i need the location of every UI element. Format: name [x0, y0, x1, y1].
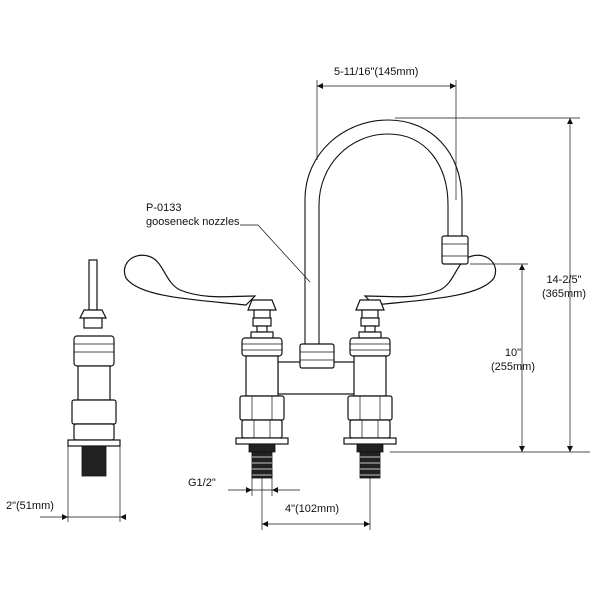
spout-reach-dimension: 5-11/16"(145mm) [334, 66, 419, 78]
thread-size-dimension: G1/2" [188, 477, 216, 489]
spout-height-inches: 10" [504, 347, 522, 359]
total-height-mm: (365mm) [541, 288, 586, 300]
spout-height-mm: (255mm) [490, 361, 535, 373]
center-spacing-dimension: 4"(102mm) [285, 503, 340, 515]
side-width-dimension: 2"(51mm) [6, 500, 54, 512]
total-height-inches: 14-2/5" [546, 274, 582, 286]
part-description-label: gooseneck nozzles [146, 216, 240, 228]
part-number-label: P-0133 [146, 202, 182, 214]
